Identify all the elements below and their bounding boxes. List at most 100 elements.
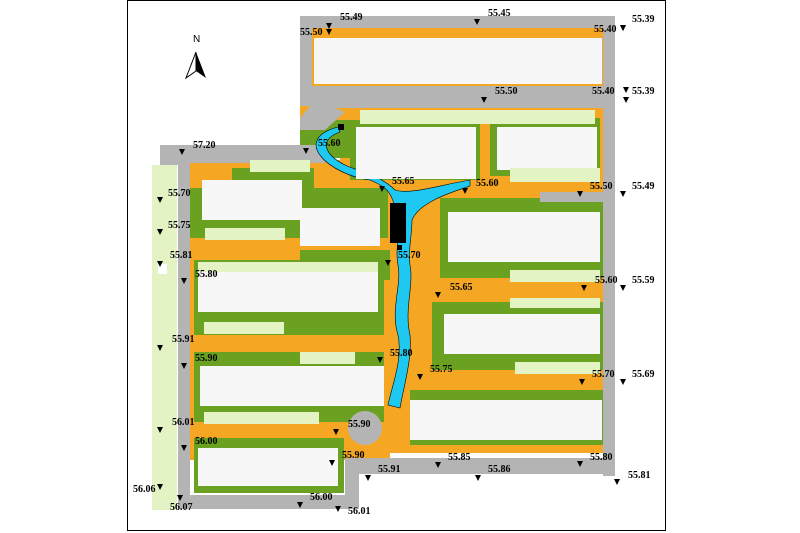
elevation-points: 55.49 55.45 55.40 55.39 55.50 55.50 55.40 55.39… [133, 8, 655, 517]
elevation-point: 55.70 [579, 369, 615, 385]
elevation-label: 55.90 [348, 419, 371, 430]
elevation-label: 56.00 [310, 492, 333, 503]
elevation-point: 55.86 [475, 464, 511, 481]
elevation-point: 55.50 [577, 181, 613, 197]
elevation-label: 55.91 [172, 334, 195, 345]
elevation-label: 55.85 [448, 452, 471, 463]
elevation-point: 55.70 [157, 188, 191, 203]
elevation-marker-icon [157, 229, 163, 235]
elevation-label: 55.50 [300, 27, 323, 38]
elevation-point: 55.90 [329, 450, 365, 466]
elevation-point: 56.07 [170, 495, 193, 513]
elevation-label: 55.60 [318, 138, 341, 149]
elevation-label: 55.49 [340, 12, 363, 23]
elevation-label: 55.75 [430, 364, 453, 375]
elevation-label: 55.40 [592, 86, 615, 97]
elevation-marker-icon [379, 186, 385, 192]
elevation-point: 55.40 [592, 86, 629, 97]
elevation-label: 55.81 [170, 250, 193, 261]
elevation-label: 55.70 [398, 250, 421, 261]
elevation-point: 55.91 [157, 334, 195, 351]
elevation-point: 55.75 [157, 220, 191, 235]
elevation-point: 55.60 [303, 138, 341, 154]
elevation-label: 55.86 [488, 464, 511, 475]
buildings [198, 38, 602, 486]
elevation-point: 55.80 [181, 269, 218, 284]
elevation-point: 55.60 [462, 178, 499, 194]
elevation-point: 55.81 [157, 250, 193, 267]
elevation-label: 55.90 [342, 450, 365, 461]
elevation-point: 55.39 [620, 14, 655, 31]
elevation-label: 55.49 [632, 181, 655, 192]
elevation-label: 56.00 [195, 436, 218, 447]
elevation-label: 55.60 [595, 275, 618, 286]
elevation-label: 55.50 [495, 86, 518, 97]
elevation-point: 55.49 [326, 12, 363, 29]
elevation-marker-icon [326, 29, 332, 35]
elevation-label: 55.69 [632, 369, 655, 380]
elevation-marker-icon [333, 429, 339, 435]
elevation-marker-icon [157, 427, 163, 433]
elevation-point: 55.80 [377, 348, 413, 363]
elevation-point: 56.01 [335, 506, 371, 517]
elevation-marker-icon [157, 484, 163, 490]
elevation-marker-icon [462, 188, 468, 194]
elevation-marker-icon [157, 345, 163, 351]
elevation-point: 55.45 [474, 8, 511, 25]
elevation-label: 55.70 [592, 369, 615, 380]
elevation-label: 55.80 [195, 269, 218, 280]
elevation-point: 55.49 [620, 181, 655, 197]
elevation-label: 56.07 [170, 502, 193, 513]
elevation-marker-icon [297, 502, 303, 508]
elevation-marker-icon [577, 461, 583, 467]
elevation-point: 55.75 [417, 364, 453, 380]
elevation-marker-icon [377, 357, 383, 363]
north-arrow-icon: N [184, 34, 206, 80]
elevation-label: 56.01 [172, 417, 195, 428]
elevation-label: 56.06 [133, 484, 156, 495]
elevation-point: 55.65 [379, 176, 415, 192]
elevation-marker-icon [481, 97, 487, 103]
elevation-marker-icon [157, 197, 163, 203]
roads [160, 16, 615, 509]
lawn-bands [198, 110, 600, 424]
elevation-label: 55.81 [628, 470, 651, 481]
elevation-label: 55.39 [632, 14, 655, 25]
roundabout [348, 411, 382, 445]
elevation-marker-icon [157, 261, 163, 267]
elevation-marker-icon [620, 379, 626, 385]
elevation-marker-icon [475, 475, 481, 481]
elevation-point: 55.50 [481, 86, 518, 103]
elevation-point: 55.70 [385, 250, 421, 266]
elevation-marker-icon [365, 475, 371, 481]
small-marker [397, 245, 402, 250]
facility-building [390, 203, 406, 243]
elevation-point: 55.90 [333, 419, 371, 435]
elevation-label: 55.39 [632, 86, 655, 97]
elevation-label: 55.80 [590, 452, 613, 463]
elevation-point: 55.69 [620, 369, 655, 385]
elevation-label: 55.80 [390, 348, 413, 359]
elevation-marker-icon [303, 148, 309, 154]
elevation-marker-icon [579, 379, 585, 385]
elevation-marker-icon [623, 87, 629, 93]
elevation-marker-icon [614, 479, 620, 485]
elevation-point: 56.00 [181, 436, 218, 451]
elevation-point: 55.90 [181, 353, 218, 369]
elevation-label: 55.40 [594, 24, 617, 35]
elevation-point: 56.00 [297, 492, 333, 508]
elevation-marker-icon [181, 445, 187, 451]
elevation-label: 55.70 [168, 188, 191, 199]
elevation-marker-icon [417, 374, 423, 380]
elevation-marker-icon [620, 285, 626, 291]
elevation-marker-icon [181, 363, 187, 369]
elevation-point: 55.91 [365, 464, 401, 481]
elevation-marker-icon [335, 506, 341, 512]
lawn-strip [152, 165, 177, 510]
elevation-marker-icon [581, 285, 587, 291]
elevation-marker-icon [620, 191, 626, 197]
elevation-label: 55.65 [450, 282, 473, 293]
elevation-point: 57.20 [179, 140, 216, 155]
elevation-label: 56.01 [348, 506, 371, 517]
